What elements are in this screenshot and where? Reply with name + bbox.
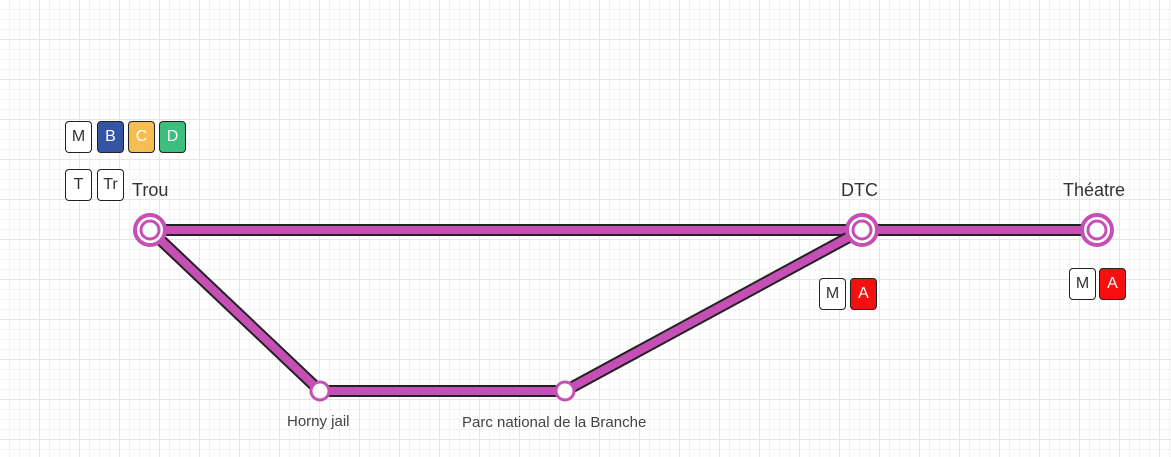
station-label-parc: Parc national de la Branche: [462, 414, 647, 431]
station-label-trou: Trou: [132, 180, 169, 200]
badge-theatre-m[interactable]: M: [1069, 268, 1096, 300]
badge-dtc-a[interactable]: A: [850, 278, 877, 310]
segment-parc-dtc: [559, 224, 868, 397]
station-parc-marker[interactable]: [554, 380, 576, 402]
badge-trou-b[interactable]: B: [97, 121, 124, 153]
line-segments: [144, 224, 1103, 397]
station-label-horny-jail: Horny jail: [287, 413, 350, 430]
segment-trou-horny-jail: [144, 224, 326, 397]
badge-trou-tr[interactable]: Tr: [97, 169, 124, 201]
badge-trou-d[interactable]: D: [159, 121, 186, 153]
station-label-theatre: Théatre: [1063, 180, 1126, 200]
badge-trou-t[interactable]: T: [65, 169, 92, 201]
badge-trou-c[interactable]: C: [128, 121, 155, 153]
station-dtc-marker[interactable]: [845, 213, 879, 247]
station-horny-jail-marker[interactable]: [309, 380, 331, 402]
station-trou-marker[interactable]: [133, 213, 167, 247]
station-theatre-marker[interactable]: [1080, 213, 1114, 247]
badge-trou-m[interactable]: M: [65, 121, 92, 153]
badge-dtc-m[interactable]: M: [819, 278, 846, 310]
station-label-dtc: DTC: [841, 180, 878, 200]
badge-theatre-a[interactable]: A: [1099, 268, 1126, 300]
